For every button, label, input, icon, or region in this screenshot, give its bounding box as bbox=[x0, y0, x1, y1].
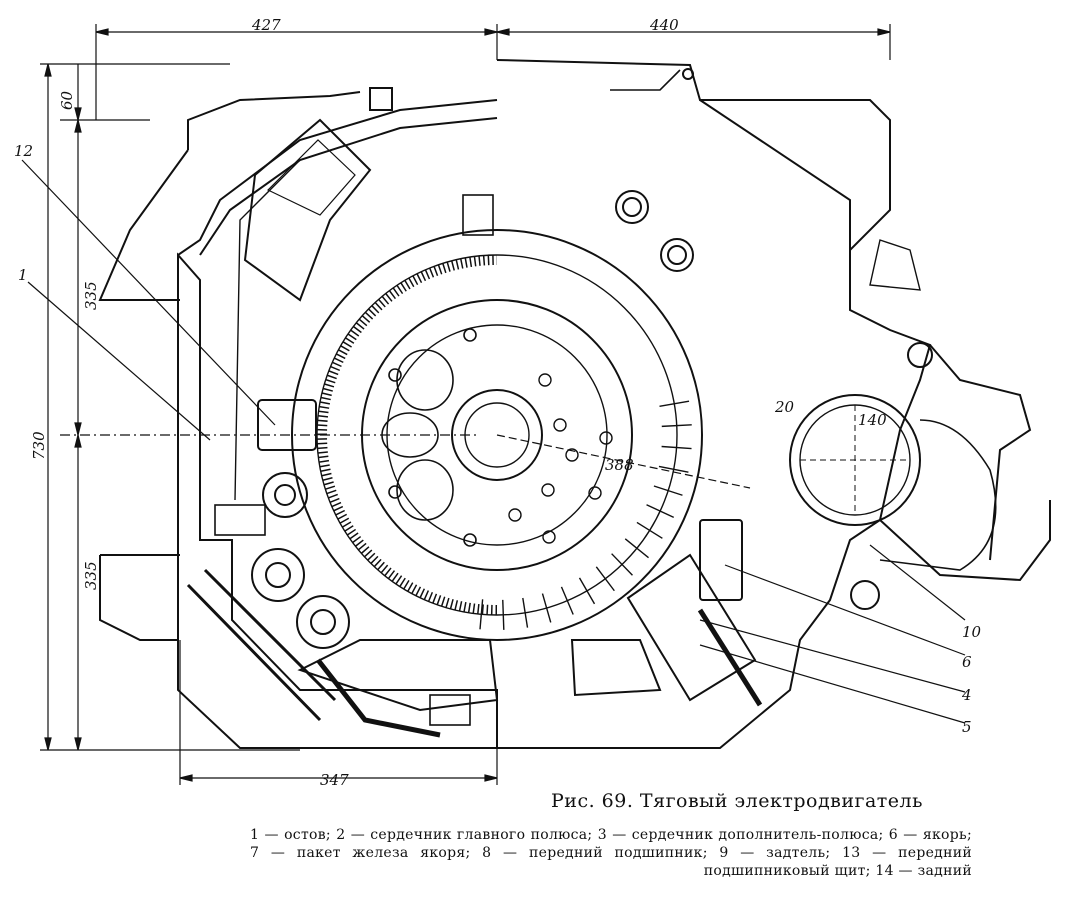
armature-tooth bbox=[636, 521, 663, 539]
callout-4: 4 bbox=[961, 686, 972, 704]
dim-730: 730 bbox=[30, 431, 48, 460]
armature-tooth bbox=[479, 599, 484, 630]
armature-spokes bbox=[381, 328, 477, 547]
callout-1: 1 bbox=[18, 266, 28, 284]
armature-tooth bbox=[502, 599, 505, 630]
bearing-rollers bbox=[251, 548, 350, 649]
brush-holder bbox=[214, 399, 317, 536]
housing-left bbox=[98, 91, 498, 749]
top-latch bbox=[369, 68, 694, 111]
leader-lines bbox=[21, 159, 966, 724]
armature-tooth bbox=[611, 553, 633, 576]
housing-right bbox=[496, 59, 1051, 749]
armature-tooth bbox=[658, 465, 689, 473]
callout-10: 10 bbox=[962, 623, 982, 641]
armature-tooth bbox=[595, 566, 615, 592]
dim-440: 440 bbox=[649, 16, 679, 34]
dim-140: 140 bbox=[858, 411, 887, 429]
dim-347: 347 bbox=[320, 771, 349, 789]
figure-caption-legend: 1 — остов; 2 — сердечник главного полюса… bbox=[250, 827, 972, 879]
armature-tooth bbox=[653, 485, 683, 496]
dim-60: 60 bbox=[58, 90, 76, 110]
armature-tooth bbox=[522, 597, 529, 628]
callout-5: 5 bbox=[962, 718, 972, 736]
armature-tooth bbox=[659, 400, 690, 408]
armature-holes bbox=[508, 373, 613, 544]
dim-335-upper: 335 bbox=[82, 281, 100, 310]
armature-tooth bbox=[646, 504, 675, 519]
armature-tooth bbox=[578, 577, 596, 605]
dimension-lines bbox=[40, 24, 891, 785]
armature-tooth bbox=[560, 586, 574, 615]
additional-poles bbox=[570, 519, 763, 707]
axle-bearing bbox=[615, 190, 997, 610]
dim-335-lower: 335 bbox=[82, 561, 100, 590]
main-pole bbox=[243, 118, 494, 302]
callout-6: 6 bbox=[962, 653, 972, 671]
armature-teeth bbox=[479, 400, 692, 630]
armature-tooth bbox=[541, 593, 552, 623]
armature-tooth bbox=[624, 538, 649, 559]
lower-pole bbox=[297, 639, 499, 738]
figure-caption-title: Рис. 69. Тяговый электродвигатель bbox=[551, 790, 923, 812]
dim-20: 20 bbox=[774, 398, 795, 416]
dim-388: 388 bbox=[605, 456, 634, 474]
motor-cross-section-drawing: 427 440 60 335 730 335 347 388 20 140 12… bbox=[14, 16, 1051, 789]
dim-427: 427 bbox=[251, 16, 281, 34]
armature-tooth bbox=[661, 424, 692, 428]
callout-12: 12 bbox=[14, 142, 33, 160]
armature-tooth bbox=[661, 445, 692, 450]
